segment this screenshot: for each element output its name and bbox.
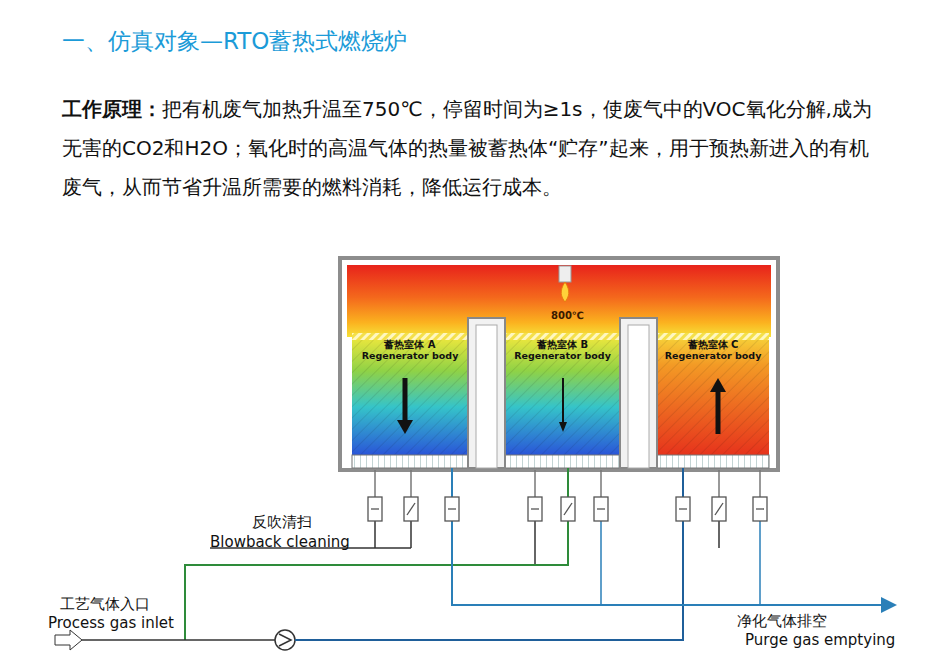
inlet-label: 工艺气体入口 — [60, 595, 150, 614]
regenerator-name-en: Regenerator body — [657, 350, 769, 361]
regenerator-name-en: Regenerator body — [352, 350, 468, 361]
outlet-label: 净化气体排空 — [737, 612, 827, 631]
inlet-label-en: Process gas inlet — [48, 614, 174, 632]
temperature-label: 800℃ — [551, 310, 584, 321]
regenerator-box: 蓄热室体 ARegenerator body — [352, 335, 468, 455]
principle-heading: 工作原理： — [62, 97, 162, 121]
principle-paragraph: 工作原理：把有机废气加热升温至750℃，停留时间为≥1s，使废气中的VOC氧化分… — [62, 90, 880, 207]
regenerator-box: 蓄热室体 CRegenerator body — [657, 335, 769, 455]
regenerator-name: 蓄热室体 C — [657, 338, 769, 352]
regenerator-name: 蓄热室体 B — [505, 338, 620, 352]
regenerator-name-en: Regenerator body — [505, 350, 620, 361]
page-title: 一、仿真对象—RTO蓄热式燃烧炉 — [62, 26, 407, 57]
regenerator-box: 蓄热室体 BRegenerator body — [505, 335, 620, 455]
principle-text: 把有机废气加热升温至750℃，停留时间为≥1s，使废气中的VOC氧化分解,成为无… — [62, 97, 872, 199]
blowback-label-en: Blowback cleaning — [210, 533, 350, 551]
furnace-chamber: 800℃蓄热室体 ARegenerator body蓄热室体 BRegenera… — [347, 265, 771, 468]
outlet-label-en: Purge gas emptying — [745, 631, 895, 649]
blowback-label: 反吹清扫 — [252, 513, 312, 532]
regenerator-name: 蓄热室体 A — [352, 338, 468, 352]
